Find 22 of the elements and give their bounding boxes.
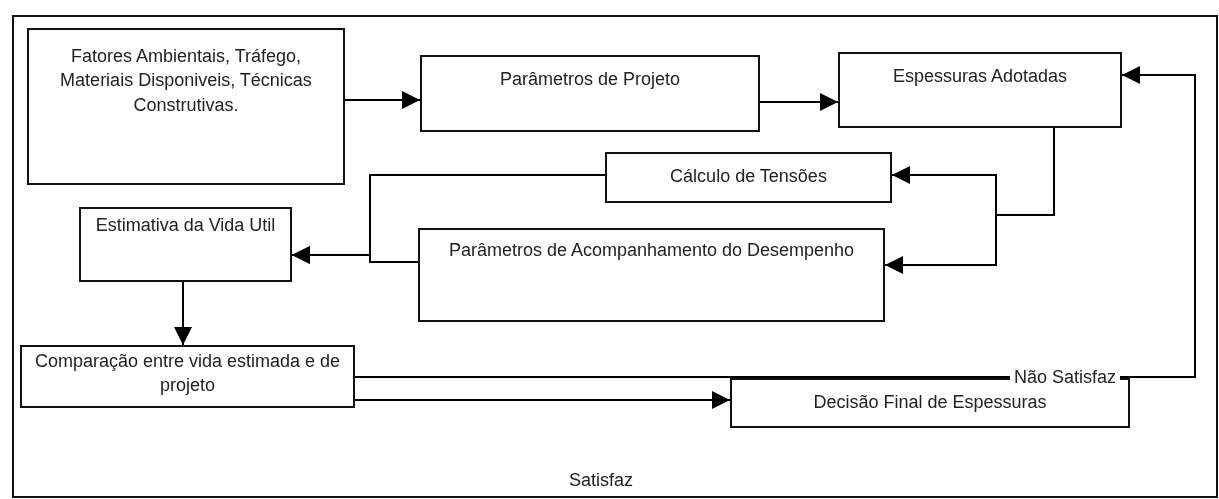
process-box: [27, 28, 345, 185]
arrow: [174, 281, 192, 346]
process-box: [79, 207, 292, 282]
box-text: Parâmetros de Acompanhamento do Desempenho: [448, 239, 855, 262]
box-text: Parâmetros de Projeto: [499, 68, 681, 91]
box-text: Estimativa da Vida Util: [95, 214, 276, 237]
arrow: [884, 127, 1055, 274]
process-box: [605, 152, 892, 203]
arrow: [759, 93, 839, 111]
box-text: Espessuras Adotadas: [892, 65, 1068, 88]
box-text: Comparação entre vida estimada e de projeto: [33, 350, 342, 398]
arrow: [354, 391, 731, 409]
box-text: Fatores Ambientais, Tráfego, Materiais Disponiveis, Técnicas Construtivas.: [59, 45, 313, 117]
box-text: Cálculo de Tensões: [670, 165, 827, 188]
arrow: [344, 91, 421, 109]
box-text: Decisão Final de Espessuras: [813, 391, 1047, 414]
arrow: [291, 246, 419, 264]
arrow: [354, 66, 1196, 378]
process-box: [420, 55, 760, 132]
process-box: [20, 345, 355, 408]
process-box: [418, 228, 885, 322]
process-box: [838, 52, 1122, 128]
